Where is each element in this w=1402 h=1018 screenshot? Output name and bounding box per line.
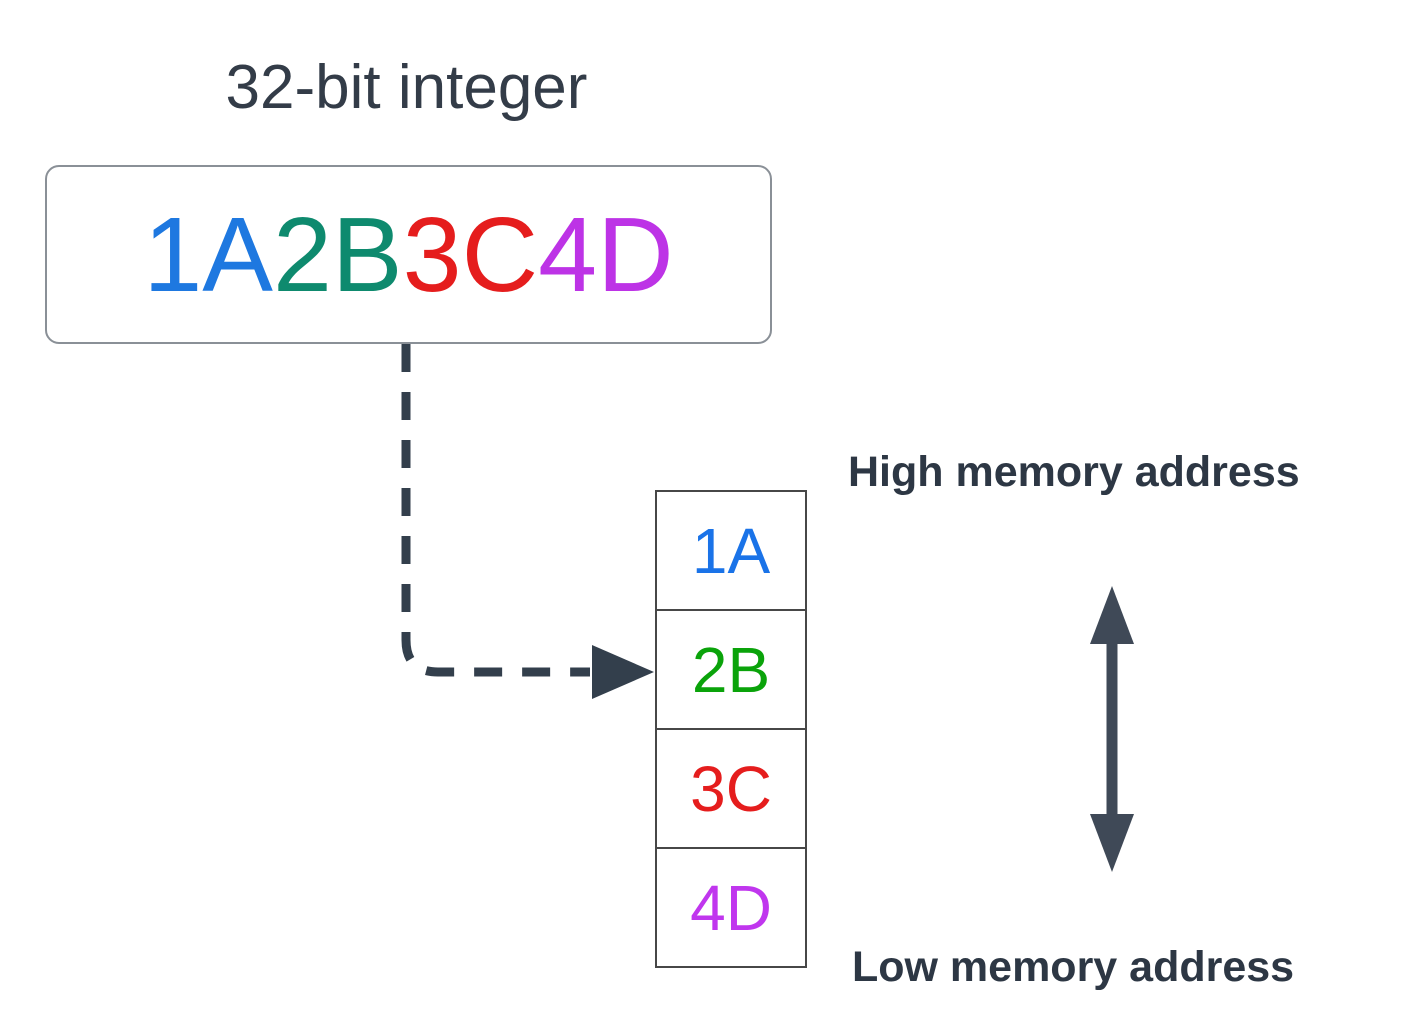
low-memory-address-label: Low memory address xyxy=(852,943,1295,991)
byte-1a-label: 1A xyxy=(143,195,273,314)
memory-cell-2b: 2B xyxy=(655,609,807,730)
memory-stack: 1A 2B 3C 4D xyxy=(655,490,807,968)
range-arrow-up-icon xyxy=(1090,586,1134,644)
connector-arrowhead-icon xyxy=(592,645,654,699)
high-memory-address-label: High memory address xyxy=(848,448,1300,496)
integer-value-box: 1A 2B 3C 4D xyxy=(45,165,772,344)
byte-4d-label: 4D xyxy=(538,195,674,314)
diagram-title: 32-bit integer xyxy=(225,53,588,122)
memory-cell-1a: 1A xyxy=(655,490,807,611)
byte-2b-label: 2B xyxy=(272,195,403,314)
byte-3c-label: 3C xyxy=(402,195,539,314)
range-arrow-down-icon xyxy=(1090,814,1134,872)
dashed-connector-line xyxy=(401,344,590,677)
memory-cell-4d: 4D xyxy=(655,847,807,968)
memory-cell-3c: 3C xyxy=(655,728,807,849)
